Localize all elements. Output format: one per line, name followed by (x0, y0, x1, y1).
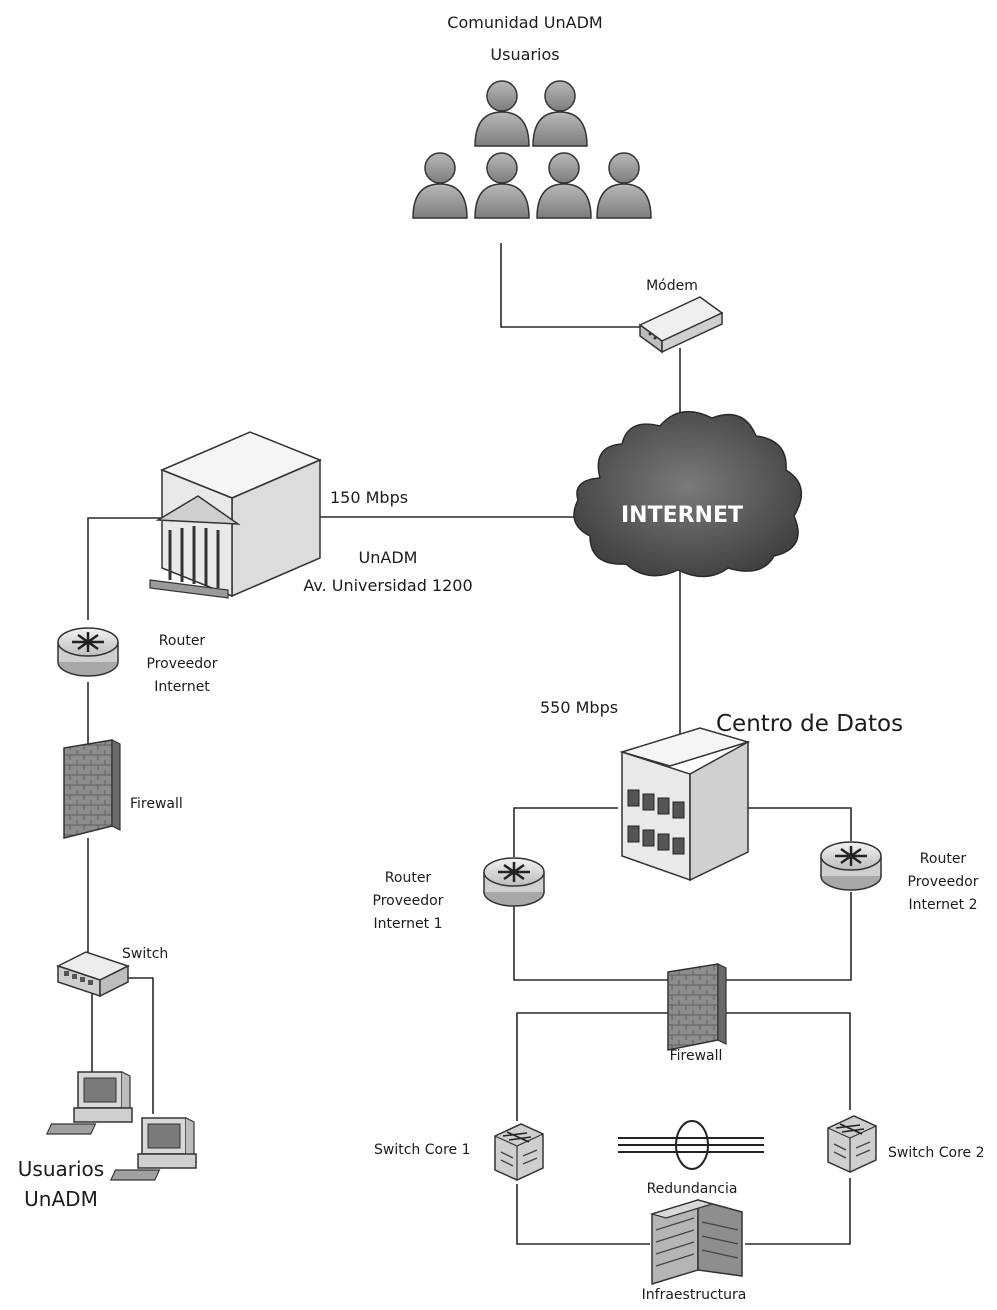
community-title: Comunidad UnADM (447, 13, 603, 32)
link-router2-firewall (725, 892, 852, 981)
router-dc1-label-1: Router (384, 870, 432, 886)
router-dc2-label-3: Internet 2 (908, 897, 978, 913)
users-group-icon (412, 80, 652, 219)
community-subtitle: Usuarios (490, 45, 560, 64)
router-dc2-label-1: Router (919, 851, 967, 867)
router-left-icon (56, 626, 120, 678)
router-dc1-label-2: Proveedor (372, 893, 444, 909)
internet-label: INTERNET (621, 503, 743, 528)
infrastructure-label: Infraestructura (641, 1287, 747, 1303)
switch-left-icon (56, 951, 130, 998)
router-dc1-label-3: Internet 1 (373, 916, 443, 932)
link-core2-infra (745, 1178, 851, 1245)
internet-cloud-icon (573, 410, 803, 578)
campus-building-icon (149, 431, 322, 599)
link-switch-pc2 (128, 977, 154, 1114)
redundancy-label: Redundancia (646, 1181, 738, 1197)
datacenter-building-icon (619, 727, 751, 882)
link-campus-router (87, 517, 165, 620)
link-router1-firewall (513, 902, 668, 981)
firewall-dc-label: Firewall (669, 1048, 723, 1064)
redundancy-icon (618, 1120, 764, 1170)
users-left-label-2: UnADM (24, 1187, 98, 1211)
link-users-modem (500, 243, 640, 328)
switch-core-1-label: Switch Core 1 (374, 1142, 471, 1158)
link-dc-router1 (513, 807, 618, 857)
link-firewall-core2 (725, 1012, 851, 1110)
switch-core-1-icon (494, 1123, 544, 1181)
router-dc1-icon (482, 856, 546, 908)
switch-left-label: Switch (122, 946, 169, 962)
firewall-left-label: Firewall (130, 796, 183, 812)
campus-address: Av. Universidad 1200 (303, 576, 473, 595)
infrastructure-servers-icon (649, 1198, 743, 1286)
link-core1-infra (516, 1184, 650, 1245)
router-dc2-label-2: Proveedor (907, 874, 979, 890)
router-left-label-1: Router (158, 633, 206, 649)
modem-label: Módem (646, 278, 698, 294)
modem-icon (638, 296, 724, 354)
firewall-left-icon (63, 739, 121, 839)
campus-name: UnADM (358, 548, 418, 567)
firewall-dc-icon (667, 963, 727, 1051)
pc-1-icon (46, 1071, 133, 1135)
users-left-label-1: Usuarios (17, 1157, 105, 1181)
link-firewall-core1 (516, 1012, 668, 1121)
link-dc-router2 (748, 807, 852, 841)
connection-lines (87, 243, 852, 1245)
router-dc2-icon (819, 840, 883, 892)
switch-core-2-icon (827, 1115, 877, 1173)
switch-core-2-label: Switch Core 2 (888, 1145, 985, 1161)
pc-2-icon (110, 1117, 197, 1181)
datacenter-label: Centro de Datos (716, 711, 904, 737)
router-left-label-2: Proveedor (146, 656, 218, 672)
link-datacenter-speed: 550 Mbps (540, 698, 619, 717)
router-left-label-3: Internet (154, 679, 210, 695)
link-campus-speed: 150 Mbps (330, 488, 409, 507)
